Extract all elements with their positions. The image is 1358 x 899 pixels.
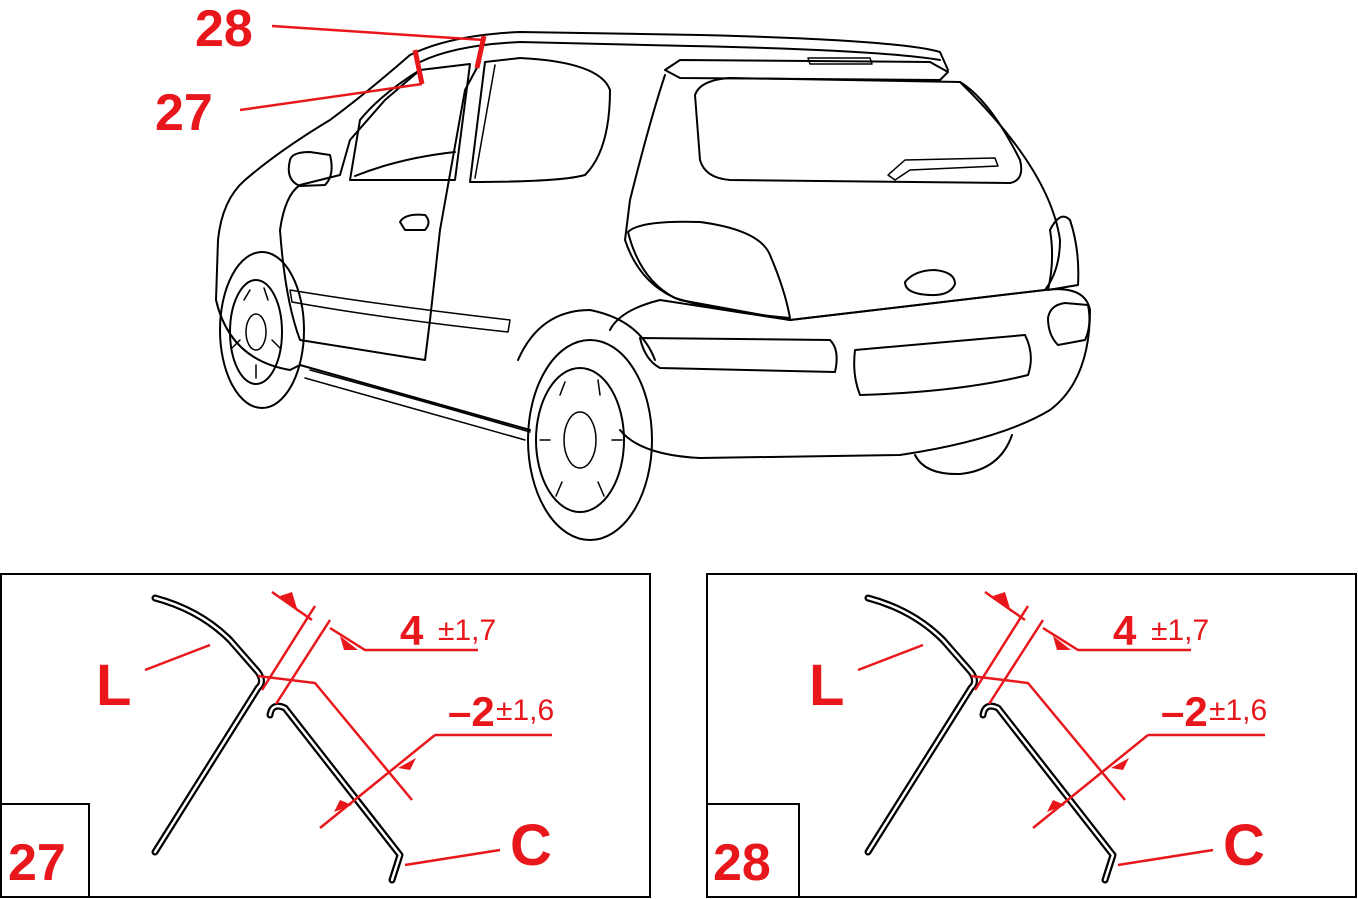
detail-28-flush-arrow-a — [1047, 800, 1065, 812]
callout-28-number: 28 — [195, 0, 253, 58]
car-roof-inner — [419, 41, 941, 63]
detail-27-c-leader — [404, 848, 501, 867]
detail-28-gap-ext-2 — [987, 619, 1045, 705]
detail-panel-27: 27 L C 4 ±1,7 –2 ±1,6 — [0, 573, 651, 898]
detail-28-l-leader — [857, 643, 924, 672]
detail-27-gap-ext-2 — [274, 619, 332, 705]
detail-27-gap-arrow-a — [280, 592, 298, 612]
callout-28-leader — [271, 24, 485, 42]
detail-27-flush-tolerance: ±1,6 — [496, 694, 554, 727]
callout-27: 27 — [155, 49, 425, 142]
detail-27-label-l: L — [96, 653, 131, 718]
bumper-reflector — [639, 337, 838, 373]
licence-plate-recess — [853, 334, 1032, 396]
detail-28-gap-ext-1 — [973, 605, 1030, 691]
detail-27-label-c: C — [510, 813, 552, 878]
detail-28-gap-leader — [1042, 626, 1191, 652]
sill — [309, 369, 531, 433]
detail-28-label-l: L — [809, 653, 844, 718]
third-brake-light — [807, 57, 873, 65]
detail-27-flush-arrow-b — [398, 758, 416, 770]
detail-28-number: 28 — [713, 834, 771, 892]
detail-27-frame — [0, 573, 651, 898]
window-ledge — [354, 151, 456, 177]
rear-wheel-arch — [517, 309, 656, 361]
detail-28-gap-value: 4 — [1113, 607, 1137, 654]
detail-28-gap-arrow-a — [993, 592, 1011, 612]
detail-28-gap-arrow-b — [1053, 636, 1071, 650]
tailgate-handle — [904, 269, 956, 297]
car-illustration — [215, 31, 1091, 541]
callout-28: 28 — [195, 0, 487, 69]
detail-27-number: 27 — [8, 834, 66, 892]
rear-wheel — [527, 339, 653, 541]
detail-28-flush-tolerance: ±1,6 — [1209, 694, 1267, 727]
detail-27-flush-ext — [257, 674, 413, 801]
detail-28-label-c: C — [1223, 813, 1265, 878]
detail-27-gap-arrow-b — [340, 636, 358, 650]
door — [279, 61, 481, 361]
b-pillar — [474, 64, 496, 179]
detail-27-gap-tolerance: ±1,7 — [438, 614, 496, 647]
door-handle — [399, 213, 430, 231]
rear-quarter-window — [469, 57, 611, 183]
detail-28-flush-ext — [970, 674, 1126, 801]
tailgate — [624, 74, 1061, 321]
side-rub-strip — [289, 289, 511, 333]
detail-28-flush-arrow-b — [1111, 758, 1129, 770]
rear-lamp-right — [1047, 215, 1080, 291]
detail-28-c-leader — [1117, 848, 1214, 867]
rear-right-wheel — [914, 434, 1013, 476]
car-roof-line — [409, 31, 949, 71]
callout-28-marker — [474, 35, 487, 69]
front-wheel — [219, 251, 305, 409]
detail-27-number-box — [0, 803, 90, 898]
detail-27-gap-leader — [329, 626, 478, 652]
wing-mirror — [287, 151, 333, 187]
callout-27-marker — [412, 49, 425, 85]
detail-27-gap-value: 4 — [400, 607, 424, 654]
body-side — [215, 54, 531, 431]
callout-27-number: 27 — [155, 84, 213, 142]
detail-27-flush-value: –2 — [448, 688, 495, 735]
detail-28-flush-value: –2 — [1161, 688, 1208, 735]
rear-wiper — [887, 157, 999, 181]
detail-27-l-leader — [144, 643, 211, 672]
sill-lower — [304, 377, 526, 441]
detail-panel-28: 28 L C 4 ±1,7 –2 ±1,6 — [706, 573, 1357, 898]
detail-28-flush-arrow-line — [1032, 734, 1149, 829]
detail-27-flush-arrow-line — [319, 734, 436, 829]
rear-window — [694, 77, 1023, 184]
rear-lamp-left — [627, 220, 791, 319]
callout-27-leader — [239, 82, 423, 112]
detail-28-number-box — [706, 803, 800, 898]
detail-28-gap-tolerance: ±1,7 — [1151, 614, 1209, 647]
rear-spoiler — [664, 59, 949, 81]
bumper-light-right — [1047, 302, 1091, 346]
rear-bumper — [609, 288, 1091, 459]
detail-27-flush-arrow-a — [334, 800, 352, 812]
detail-27-gap-ext-1 — [260, 605, 317, 691]
